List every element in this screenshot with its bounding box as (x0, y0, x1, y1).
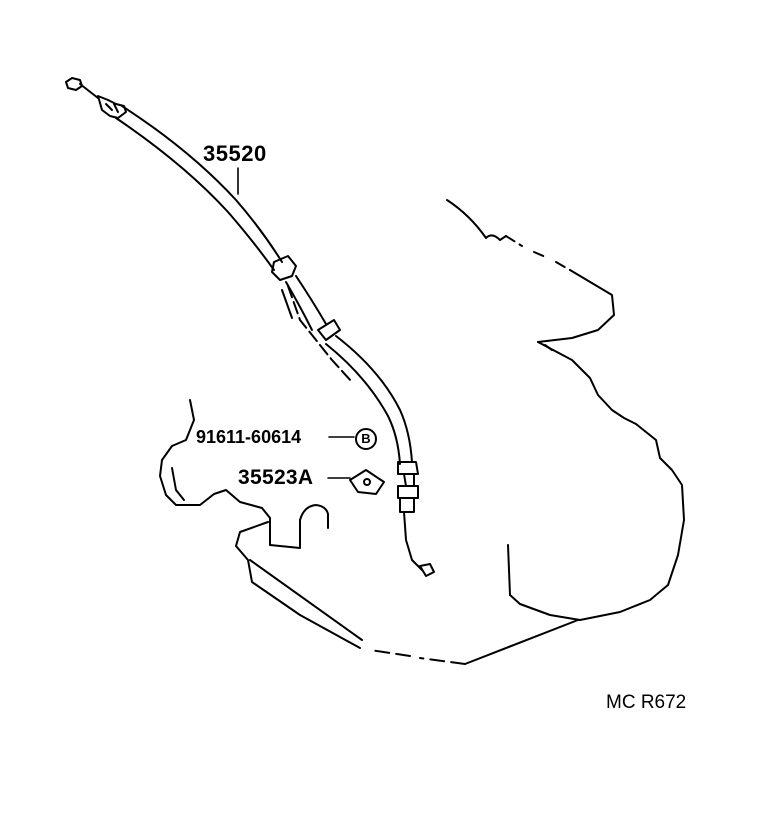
bolt-reference-badge: B (355, 428, 377, 450)
callout-bolt-part-number: 91611-60614 (196, 427, 302, 447)
cable-clamp (327, 469, 385, 495)
transmission-case-outline (159, 199, 685, 665)
figure-code: MC R672 (606, 692, 687, 713)
callout-cable-part-number: 35520 (203, 141, 267, 166)
callout-clamp-part-number: 35523A (238, 466, 314, 489)
throttle-cable (65, 77, 435, 577)
